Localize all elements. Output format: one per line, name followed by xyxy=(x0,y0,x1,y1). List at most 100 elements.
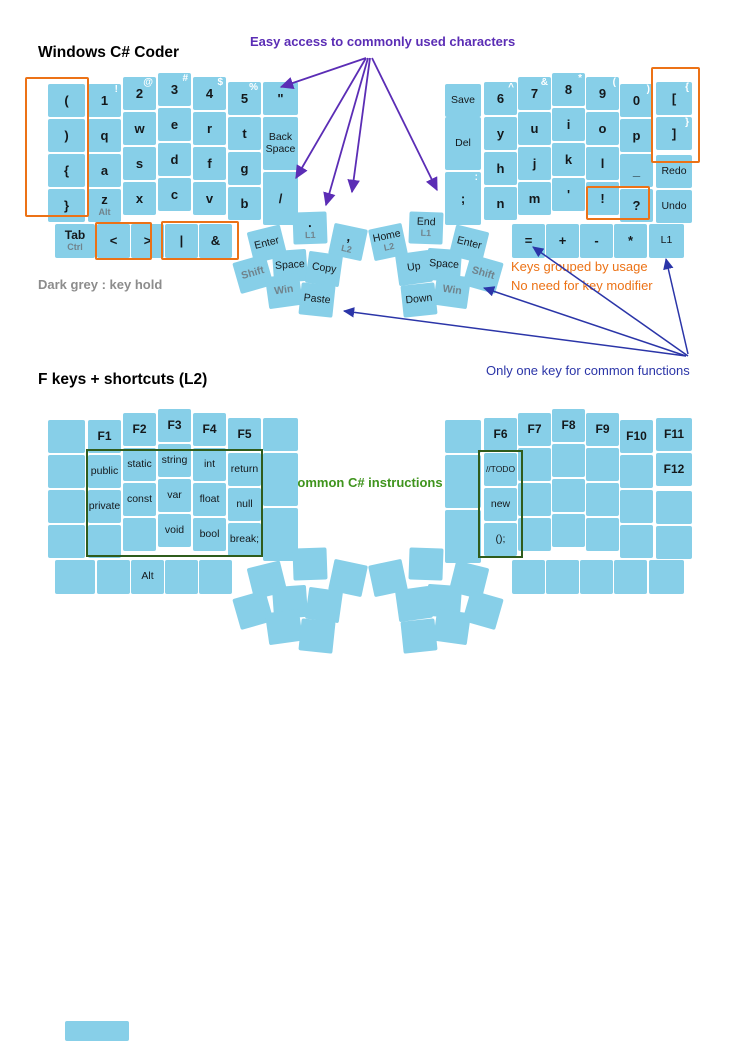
highlight-csharp-keywords-right xyxy=(478,450,523,558)
key-blank xyxy=(445,455,481,508)
key-blank xyxy=(263,418,298,451)
key-paste: Paste xyxy=(298,282,336,318)
key-blank xyxy=(199,560,232,594)
key-equals: = xyxy=(512,224,545,258)
key-v: v xyxy=(193,182,226,215)
highlight-pipe-ampersand xyxy=(161,221,239,260)
key-new: new xyxy=(484,488,517,521)
key-a: a xyxy=(88,154,121,187)
key-0: 0) xyxy=(620,84,653,117)
key-alt: Alt xyxy=(131,560,164,594)
key-const: const xyxy=(123,483,156,516)
key-static: static xyxy=(123,448,156,481)
key-blank xyxy=(552,444,585,477)
key-public: public xyxy=(88,455,121,488)
key-blank xyxy=(298,618,336,654)
partial-key-next-page xyxy=(65,1021,129,1041)
highlight-csharp-keywords-left xyxy=(86,449,263,557)
key-del: Del xyxy=(445,117,481,170)
key-pipe: | xyxy=(165,224,198,258)
key-f1: F1 xyxy=(88,420,121,453)
key-open-paren: ( xyxy=(48,84,85,117)
key-blank xyxy=(552,514,585,547)
key-y: y xyxy=(484,117,517,150)
key-p: p xyxy=(620,119,653,152)
key-blank xyxy=(586,448,619,481)
key-: [{ xyxy=(656,82,692,115)
key-blank xyxy=(656,526,692,559)
key-blank xyxy=(165,560,198,594)
key-blank xyxy=(512,560,545,594)
key-blank xyxy=(88,525,121,558)
key-3: 3# xyxy=(158,73,191,106)
key-blank xyxy=(620,490,653,523)
key-f9: F9 xyxy=(586,413,619,446)
key-d: d xyxy=(158,143,191,176)
key-e: e xyxy=(158,108,191,141)
key-blank xyxy=(552,479,585,512)
page-title: Windows C# Coder xyxy=(38,44,180,61)
key-2: 2@ xyxy=(123,77,156,110)
key-blank xyxy=(48,420,85,453)
key-var: var xyxy=(158,479,191,512)
key-blank xyxy=(518,483,551,516)
key-copy: Copy xyxy=(304,250,344,288)
key-x: x xyxy=(123,182,156,215)
key-blank xyxy=(445,510,481,563)
key-n: n xyxy=(484,187,517,220)
key-r: r xyxy=(193,112,226,145)
key-blank xyxy=(97,560,130,594)
key-save: Save xyxy=(445,84,481,117)
key-: ]} xyxy=(656,117,692,150)
key-blank xyxy=(546,560,579,594)
key-asterisk: * xyxy=(614,224,647,258)
key-blank xyxy=(620,525,653,558)
highlight-square-brackets xyxy=(651,67,700,163)
key-redo: Redo xyxy=(656,155,692,188)
key-k: k xyxy=(552,143,585,176)
key-f2: F2 xyxy=(123,413,156,446)
key-blank xyxy=(656,491,692,524)
annotation-easy-access: Easy access to commonly used characters xyxy=(250,34,516,49)
key-f: f xyxy=(193,147,226,180)
key-blank xyxy=(649,560,684,594)
key-semicolon: ;: xyxy=(445,172,481,225)
key-down: Down xyxy=(400,282,438,318)
key-f8: F8 xyxy=(552,409,585,442)
key-blank xyxy=(432,608,472,646)
annotation-key-hold: Dark grey : key hold xyxy=(38,277,163,292)
key-close-paren: ) xyxy=(48,119,85,152)
key-l: l xyxy=(586,147,619,180)
key-int: int xyxy=(193,448,226,481)
key-6: 6^ xyxy=(484,82,517,115)
key-blank xyxy=(292,547,328,581)
key-private: private xyxy=(88,490,121,523)
key-f6: F6 xyxy=(484,418,517,451)
key-blank xyxy=(620,455,653,488)
key-i: i xyxy=(552,108,585,141)
key-s: s xyxy=(123,147,156,180)
key-backspace: Back Space xyxy=(263,117,298,170)
key-blank xyxy=(614,560,647,594)
key-blank xyxy=(263,453,298,506)
key-blank xyxy=(408,547,444,581)
key-b: b xyxy=(228,187,261,220)
key-void: void xyxy=(158,514,191,547)
key-blank xyxy=(580,560,613,594)
key-4: 4$ xyxy=(193,77,226,110)
annotation-one-key: Only one key for common functions xyxy=(486,363,690,378)
highlight-angle-brackets xyxy=(95,222,152,260)
key-7: 7& xyxy=(518,77,551,110)
key-plus: + xyxy=(546,224,579,258)
key-break: break; xyxy=(228,523,261,556)
key-blank xyxy=(586,483,619,516)
key-bool: bool xyxy=(193,518,226,551)
key-null: null xyxy=(228,488,261,521)
key-g: g xyxy=(228,152,261,185)
key-blank xyxy=(518,448,551,481)
key-win: Win xyxy=(432,272,472,310)
